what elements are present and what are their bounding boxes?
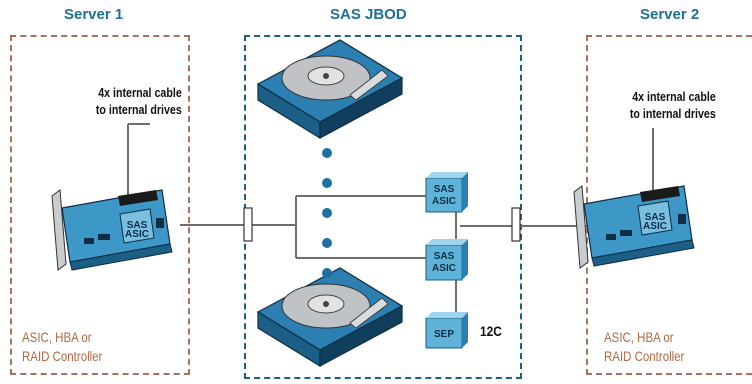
server2-cable-label-line1: 4x internal cable xyxy=(632,89,716,104)
sas-asic-top: SAS ASIC xyxy=(425,172,468,213)
server2-chip-label-1: SAS xyxy=(645,212,666,223)
i2c-label: 12C xyxy=(480,323,502,339)
sas-asic-bottom: SAS ASIC xyxy=(425,239,468,281)
sep-label: SEP xyxy=(434,329,454,340)
server1-controller-card-icon: SAS ASIC xyxy=(51,189,173,271)
server1-cable-label-line2: to internal drives xyxy=(96,102,182,117)
asic-bottom-label-1: SAS xyxy=(434,251,455,262)
drive-top-icon xyxy=(256,39,404,140)
jbod-left-port xyxy=(243,207,253,242)
server1-controller-line2: RAID Controller xyxy=(22,348,103,364)
server1-controller-label: ASIC, HBA or RAID Controller xyxy=(22,328,102,366)
sep-chip: SEP xyxy=(425,312,468,349)
dot xyxy=(322,268,332,278)
server2-chip-label-2: ASIC xyxy=(643,221,667,232)
server2-controller-line1: ASIC, HBA or xyxy=(604,329,674,345)
server1-chip-label-1: SAS xyxy=(127,220,148,231)
server1-title: Server 1 xyxy=(64,6,124,23)
dot xyxy=(322,148,332,158)
jbod-title: SAS JBOD xyxy=(330,6,407,23)
server1-enclosure xyxy=(10,35,190,375)
server2-controller-label: ASIC, HBA or RAID Controller xyxy=(604,328,684,366)
dot xyxy=(322,208,332,218)
server2-controller-card-icon: SAS ASIC xyxy=(573,185,695,269)
server2-controller-line2: RAID Controller xyxy=(604,348,685,364)
jbod-enclosure xyxy=(244,35,522,379)
asic-bottom-label-2: ASIC xyxy=(432,263,456,274)
jbod-right-port xyxy=(511,207,521,242)
drive-bottom-icon xyxy=(256,267,404,368)
cable-lines xyxy=(127,123,654,318)
asic-top-label-2: ASIC xyxy=(432,196,456,207)
drive-continuation-dots xyxy=(322,148,332,278)
server1-controller-line1: ASIC, HBA or xyxy=(22,329,92,345)
server2-title: Server 2 xyxy=(640,6,700,23)
server1-cable-label: 4x internal cable to internal drives xyxy=(96,84,182,118)
server1-chip-label-2: ASIC xyxy=(125,229,149,240)
server2-cable-label-line2: to internal drives xyxy=(630,106,716,121)
server2-cable-label: 4x internal cable to internal drives xyxy=(630,88,716,122)
dot xyxy=(322,178,332,188)
dot xyxy=(322,238,332,248)
asic-top-label-1: SAS xyxy=(434,184,455,195)
server1-cable-label-line1: 4x internal cable xyxy=(98,85,182,100)
